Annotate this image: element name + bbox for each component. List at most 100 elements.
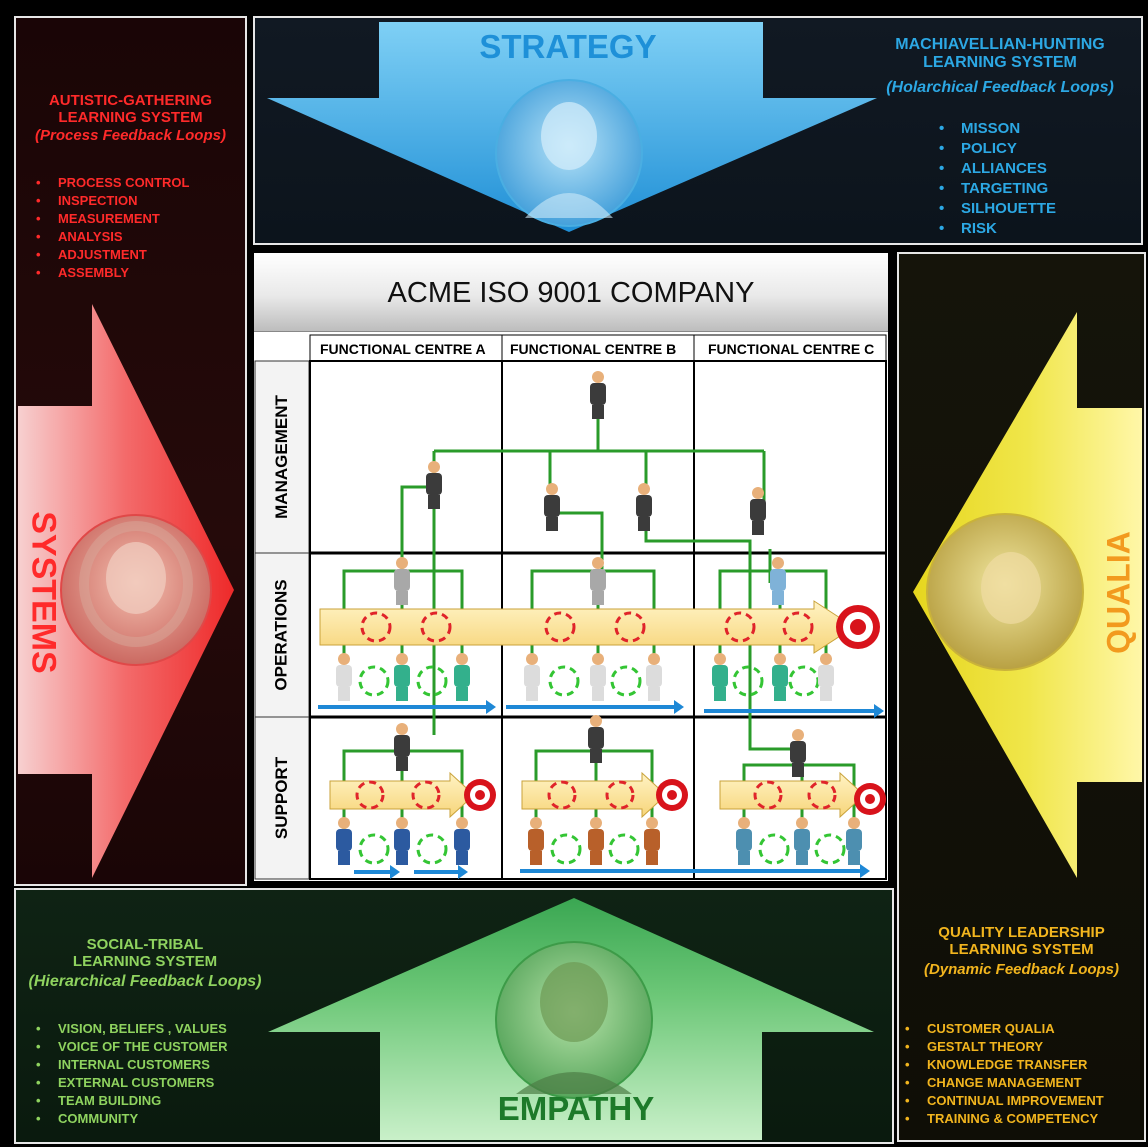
row-header-support [254, 716, 310, 880]
column-header-b: FUNCTIONAL CENTRE B [510, 341, 677, 357]
person-icon [426, 461, 442, 509]
person-icon [750, 487, 766, 535]
list-item: GESTALT THEORY [901, 1038, 1104, 1056]
org-diagram: ACME ISO 9001 COMPANY [254, 253, 888, 881]
row-label-support: SUPPORT [272, 756, 291, 840]
operations-flow-arrow [319, 600, 855, 654]
support-flow-arrow-b [521, 771, 667, 819]
list-item: RISK [935, 219, 1056, 239]
heading-line: LEARNING SYSTEM [58, 109, 203, 127]
person-icon [772, 653, 788, 701]
person-icon [790, 729, 806, 777]
heading-line: LEARNING SYSTEM [923, 54, 1077, 72]
strategy-heading: MACHIAVELLIAN-HUNTING LEARNING SYSTEM (H… [855, 36, 1141, 97]
list-item: VOICE OF THE CUSTOMER [32, 1038, 228, 1056]
list-item: CUSTOMER QUALIA [901, 1020, 1104, 1038]
empathy-panel: EMPATHY SOCIAL-TRIBAL LEARNING SYSTEM (H… [14, 888, 894, 1144]
person-icon [394, 723, 410, 771]
person-icon [336, 653, 352, 701]
column-header-row [309, 334, 887, 362]
strategy-list: MISSON POLICY ALLIANCES TARGETING SILHOU… [935, 119, 1056, 239]
process-loops [355, 611, 837, 810]
list-item: ADJUSTMENT [32, 246, 189, 264]
list-item: SILHOUETTE [935, 199, 1056, 219]
qualia-list: CUSTOMER QUALIA GESTALT THEORY KNOWLEDGE… [901, 1020, 1104, 1128]
empathy-list: VISION, BELIEFS , VALUES VOICE OF THE CU… [32, 1020, 228, 1128]
person-icon [736, 817, 752, 865]
column-header-a: FUNCTIONAL CENTRE A [320, 341, 486, 357]
list-item: EXTERNAL CUSTOMERS [32, 1074, 228, 1092]
diagram-title: ACME ISO 9001 COMPANY [387, 277, 755, 309]
diagram-title-bar: ACME ISO 9001 COMPANY [254, 253, 888, 332]
subheading: (Holarchical Feedback Loops) [886, 78, 1114, 96]
list-item: COMMUNITY [32, 1110, 228, 1128]
person-icon [590, 371, 606, 419]
list-item: CHANGE MANAGEMENT [901, 1074, 1104, 1092]
qualia-panel: QUALIA QUALITY LEADERSHIP LEARNING SYSTE… [897, 252, 1146, 1142]
heading-line: QUALITY LEADERSHIP [938, 924, 1105, 941]
list-item: TARGETING [935, 179, 1056, 199]
list-item: POLICY [935, 139, 1056, 159]
strategy-word: STRATEGY [479, 28, 657, 65]
qualia-heading: QUALITY LEADERSHIP LEARNING SYSTEM (Dyna… [899, 924, 1144, 978]
person-icon [712, 653, 728, 701]
person-icon [636, 483, 652, 531]
person-icon [644, 817, 660, 865]
person-icon [646, 653, 662, 701]
empathy-word: EMPATHY [497, 1090, 655, 1127]
heading-line: LEARNING SYSTEM [949, 941, 1094, 959]
qualia-word: QUALIA [1100, 531, 1137, 654]
systems-arrow [18, 304, 234, 878]
person-icon [818, 653, 834, 701]
systems-list: PROCESS CONTROL INSPECTION MEASUREMENT A… [32, 174, 189, 282]
support-flow-arrow-c [719, 771, 865, 819]
person-icon [590, 653, 606, 701]
person-icon [846, 817, 862, 865]
blue-arrows [318, 700, 884, 879]
list-item: TEAM BUILDING [32, 1092, 228, 1110]
strategy-arrow [267, 22, 877, 232]
list-item: PROCESS CONTROL [32, 174, 189, 192]
subheading: (Process Feedback Loops) [35, 126, 226, 144]
heading-line: AUTISTIC-GATHERING [48, 92, 213, 109]
person-icon [336, 817, 352, 865]
person-icon [394, 557, 410, 605]
list-item: MEASUREMENT [32, 210, 189, 228]
target-icon [854, 783, 886, 815]
strategy-panel: STRATEGY MACHIAVELLIAN-HUNTING LEARNING … [253, 16, 1143, 245]
person-icon [394, 653, 410, 701]
list-item: INTERNAL CUSTOMERS [32, 1056, 228, 1074]
person-icon [770, 557, 786, 605]
empathy-arrow [268, 898, 874, 1140]
row-header-operations [254, 552, 310, 718]
list-item: TRAINING & COMPETENCY [901, 1110, 1104, 1128]
systems-panel: AUTISTIC-GATHERING LEARNING SYSTEM (Proc… [14, 16, 247, 886]
heading-line: MACHIAVELLIAN-HUNTING [895, 36, 1105, 53]
target-icon [656, 779, 688, 811]
list-item: ANALYSIS [32, 228, 189, 246]
person-icon [794, 817, 810, 865]
systems-heading: AUTISTIC-GATHERING LEARNING SYSTEM (Proc… [16, 92, 245, 144]
person-icon [394, 817, 410, 865]
person-icon [588, 715, 604, 763]
empathy-heading: SOCIAL-TRIBAL LEARNING SYSTEM (Hierarchi… [16, 936, 274, 991]
list-item: KNOWLEDGE TRANSFER [901, 1056, 1104, 1074]
person-icon [588, 817, 604, 865]
column-header-c: FUNCTIONAL CENTRE C [708, 341, 875, 357]
list-item: VISION, BELIEFS , VALUES [32, 1020, 228, 1038]
list-item: ASSEMBLY [32, 264, 189, 282]
person-icon [590, 557, 606, 605]
list-item: ALLIANCES [935, 159, 1056, 179]
person-icon [528, 817, 544, 865]
people-figures [336, 371, 862, 865]
subheading: (Dynamic Feedback Loops) [923, 960, 1120, 978]
heading-line: LEARNING SYSTEM [72, 953, 218, 971]
target-icon [464, 779, 496, 811]
person-icon [454, 817, 470, 865]
list-item: INSPECTION [32, 192, 189, 210]
qualia-arrow [913, 312, 1142, 878]
person-icon [454, 653, 470, 701]
systems-word: SYSTEMS [24, 511, 63, 674]
person-icon [524, 653, 540, 701]
subheading: (Hierarchical Feedback Loops) [28, 972, 262, 990]
